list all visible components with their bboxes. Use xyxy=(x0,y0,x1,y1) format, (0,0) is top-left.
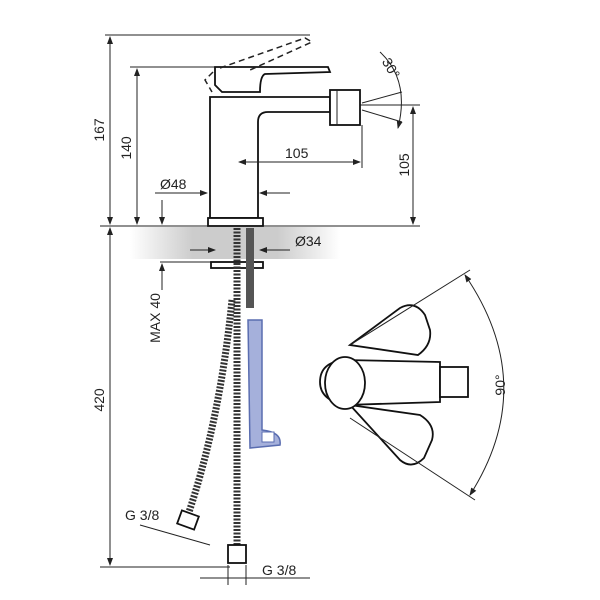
spout-height-label: 105 xyxy=(396,153,412,177)
hose-length-label: 420 xyxy=(91,388,107,412)
handle-height-label: 140 xyxy=(118,136,134,160)
body-diameter-label: Ø48 xyxy=(160,176,187,192)
hose-nut-bottom xyxy=(227,544,247,564)
total-height-label: 167 xyxy=(91,118,107,142)
lever-position-a xyxy=(347,304,432,356)
aerator xyxy=(329,89,361,126)
lever-handle xyxy=(214,66,332,93)
faucet-top-view: 90° xyxy=(319,269,508,501)
hose-thread-left-label: G 3/8 xyxy=(125,507,159,523)
handle-angle-label: 90° xyxy=(492,374,508,395)
spout-reach-label: 105 xyxy=(285,145,309,161)
max-thickness-label: MAX 40 xyxy=(147,293,163,343)
mounting-bracket xyxy=(247,319,281,449)
faucet-side-view xyxy=(204,37,361,227)
hose-nut-left xyxy=(175,509,201,531)
hole-diameter-label: Ø34 xyxy=(295,233,322,249)
mounting-hardware xyxy=(175,228,281,564)
aerator-angle-label: 30° xyxy=(379,55,403,81)
lever-position-b xyxy=(347,403,434,466)
aerator-angle-annotation: 30° xyxy=(361,51,403,129)
hose-thread-bottom-label: G 3/8 xyxy=(262,562,296,578)
